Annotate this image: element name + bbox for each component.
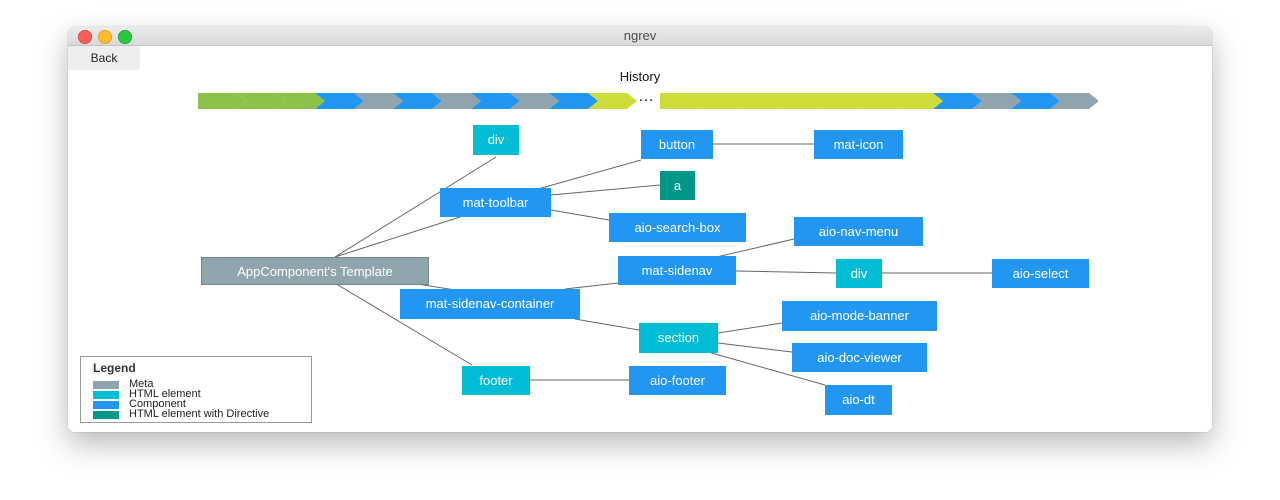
node-label: footer <box>479 373 513 388</box>
node-mat-sidenav[interactable]: mat-sidenav <box>618 256 736 285</box>
node-div-top[interactable]: div <box>473 125 519 155</box>
left-history-step-11[interactable] <box>588 93 637 109</box>
left-history-step-9[interactable] <box>510 93 559 109</box>
left-history-step-2[interactable] <box>237 93 286 109</box>
node-label: mat-icon <box>833 137 884 152</box>
edge-toolbar-searchbox <box>550 209 610 221</box>
node-label: aio-search-box <box>634 220 721 235</box>
edge-container-sidenav <box>564 282 619 290</box>
right-history-step-2[interactable] <box>699 93 748 109</box>
node-aio-dt[interactable]: aio-dt <box>825 385 892 415</box>
left-history-step-3[interactable] <box>276 93 325 109</box>
legend-label: Component <box>129 398 186 410</box>
right-history-step-6[interactable] <box>855 93 904 109</box>
node-aio-search-box[interactable]: aio-search-box <box>609 213 746 242</box>
node-aio-nav-menu[interactable]: aio-nav-menu <box>794 217 923 246</box>
edge-section-docviewer <box>717 342 793 353</box>
legend: Legend Meta HTML element Component HTML … <box>80 356 312 423</box>
node-label: aio-footer <box>650 373 705 388</box>
right-history-step-3[interactable] <box>738 93 787 109</box>
right-history-step-7[interactable] <box>894 93 943 109</box>
legend-swatch <box>93 401 119 409</box>
edge-section-modebanner <box>717 322 783 334</box>
left-history-step-6[interactable] <box>393 93 442 109</box>
node-label: mat-toolbar <box>462 195 529 210</box>
edge-sidenav-navmenu <box>707 238 795 260</box>
legend-swatch <box>93 411 119 419</box>
right-history-step-11[interactable] <box>1050 93 1098 109</box>
edge-template-div <box>334 156 497 258</box>
node-label: a <box>673 178 682 193</box>
node-footer[interactable]: footer <box>462 366 530 395</box>
node-label: aio-doc-viewer <box>817 350 902 365</box>
node-div-mid[interactable]: div <box>836 259 882 288</box>
legend-swatch <box>93 381 119 389</box>
minimize-window-button[interactable] <box>98 30 112 44</box>
right-history-step-8[interactable] <box>933 93 982 109</box>
node-aio-mode-banner[interactable]: aio-mode-banner <box>782 301 937 331</box>
node-button[interactable]: button <box>641 130 713 159</box>
edge-toolbar-button <box>537 159 642 190</box>
maximize-window-button[interactable] <box>118 30 132 44</box>
edge-sidenav-div <box>735 270 837 274</box>
node-label: section <box>657 330 700 345</box>
node-label: div <box>850 266 868 281</box>
history-title: History <box>619 69 661 84</box>
app-window: ngrev Back History … AppComponent's Temp… <box>68 27 1212 432</box>
legend-title: Legend <box>93 361 136 375</box>
legend-label: Meta <box>129 378 154 390</box>
edge-template-toolbar <box>334 216 461 258</box>
right-history-step-4[interactable] <box>777 93 826 109</box>
node-label: div <box>487 132 505 147</box>
node-section[interactable]: section <box>639 323 718 353</box>
right-history-step-10[interactable] <box>1011 93 1060 109</box>
node-mat-toolbar[interactable]: mat-toolbar <box>440 188 551 217</box>
right-history-step-5[interactable] <box>816 93 865 109</box>
history-ellipsis[interactable]: … <box>638 88 654 105</box>
left-history-step-5[interactable] <box>354 93 403 109</box>
edge-template-footer <box>337 284 473 366</box>
title-bar: ngrev <box>68 27 1212 46</box>
node-mat-icon[interactable]: mat-icon <box>814 130 903 159</box>
back-button[interactable]: Back <box>68 46 140 70</box>
node-mat-sidenav-container[interactable]: mat-sidenav-container <box>400 289 580 319</box>
node-aio-doc-viewer[interactable]: aio-doc-viewer <box>792 343 927 372</box>
node-label: aio-mode-banner <box>809 308 909 323</box>
node-label: button <box>658 137 696 152</box>
history-breadcrumb <box>198 93 1098 109</box>
left-history-step-7[interactable] <box>432 93 481 109</box>
edge-section-dt <box>707 351 826 386</box>
close-window-button[interactable] <box>78 30 92 44</box>
node-aio-select[interactable]: aio-select <box>992 259 1089 288</box>
right-history-step-1[interactable] <box>660 93 709 109</box>
node-aio-footer[interactable]: aio-footer <box>629 366 726 395</box>
legend-swatch <box>93 391 119 399</box>
left-history-step-8[interactable] <box>471 93 520 109</box>
node-label: AppComponent's Template <box>237 264 393 279</box>
node-label: mat-sidenav-container <box>425 296 555 311</box>
node-label: aio-nav-menu <box>818 224 899 239</box>
node-label: aio-dt <box>842 392 875 407</box>
node-a[interactable]: a <box>660 171 695 200</box>
right-history-step-9[interactable] <box>972 93 1021 109</box>
left-history-step-1[interactable] <box>198 93 247 109</box>
left-history-step-4[interactable] <box>315 93 364 109</box>
edge-container-section <box>574 318 640 331</box>
window-title: ngrev <box>623 28 657 43</box>
node-appcomponent-template[interactable]: AppComponent's Template <box>201 257 429 285</box>
node-label: mat-sidenav <box>641 263 713 278</box>
left-history-step-10[interactable] <box>549 93 598 109</box>
edge-toolbar-a <box>550 184 661 196</box>
legend-label: HTML element with Directive <box>129 408 270 420</box>
node-label: aio-select <box>1012 266 1069 281</box>
legend-label: HTML element <box>129 388 201 400</box>
